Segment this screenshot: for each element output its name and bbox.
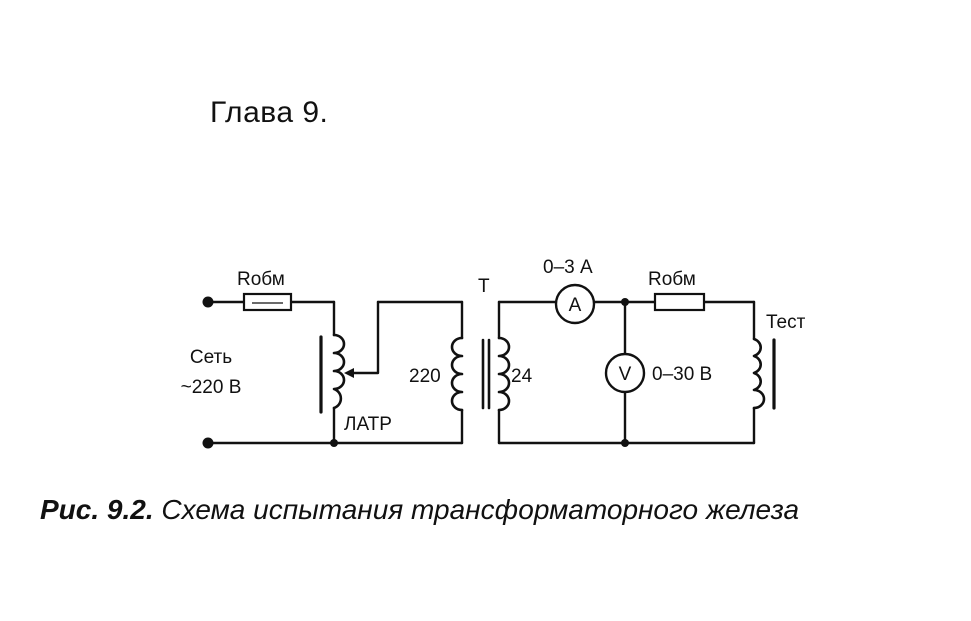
label-mains: Сеть <box>190 347 232 368</box>
label-voltmeter-range: 0–30 В <box>652 364 712 385</box>
latr-coil <box>332 333 346 410</box>
secondary-coil <box>497 336 511 412</box>
label-test: Тест <box>766 312 806 333</box>
terminal-top <box>202 296 214 308</box>
label-mains-voltage: ~220 В <box>181 377 242 398</box>
latr-wiper-arrow <box>344 368 354 378</box>
test-coil <box>752 337 766 410</box>
resistor-left <box>242 292 293 312</box>
figure-caption: Рис. 9.2. Схема испытания трансформаторн… <box>40 494 799 526</box>
label-r-left: Rобм <box>237 269 285 290</box>
figure-number: Рис. 9.2. <box>40 494 154 525</box>
ammeter <box>554 283 596 325</box>
label-primary: 220 <box>409 366 441 387</box>
latr-wiper-wire <box>350 300 380 375</box>
voltmeter <box>604 352 646 394</box>
junction-latr <box>330 439 338 447</box>
resistor-right <box>653 292 706 312</box>
label-secondary: 24 <box>511 366 533 387</box>
label-latr: ЛАТР <box>344 414 392 435</box>
chapter-title: Глава 9. <box>210 96 329 129</box>
primary-coil <box>450 336 464 412</box>
junction-voltmeter-top <box>621 298 629 306</box>
ammeter-symbol: A <box>569 295 582 316</box>
label-transformer: Т <box>478 276 490 297</box>
voltmeter-symbol: V <box>619 364 632 385</box>
junction-voltmeter-bottom <box>621 439 629 447</box>
label-r-right: Rобм <box>648 269 696 290</box>
figure-caption-text: Схема испытания трансформаторного железа <box>161 494 800 525</box>
terminal-bottom <box>202 437 214 449</box>
label-ammeter-range: 0–3 А <box>543 257 593 278</box>
